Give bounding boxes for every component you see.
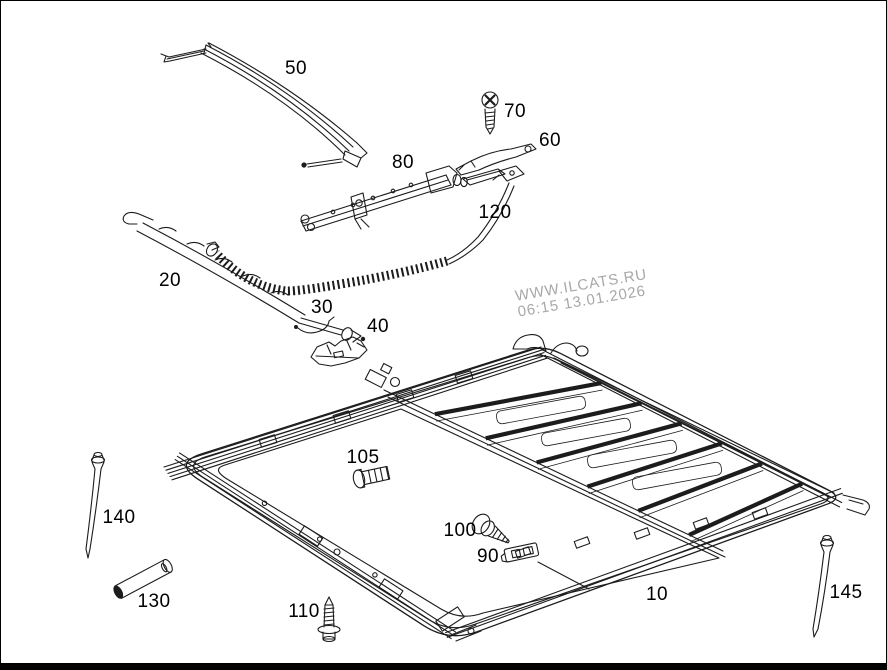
part-label-110: 110 (288, 601, 320, 622)
part-label-10: 10 (646, 584, 668, 605)
part-145-hose-drawing (812, 534, 835, 638)
part-50-drawing (160, 42, 368, 168)
part-40-drawing (310, 336, 368, 367)
part-label-60: 60 (539, 130, 561, 151)
part-label-90: 90 (477, 546, 499, 567)
part-label-20: 20 (159, 270, 181, 291)
part-60-drawing (455, 143, 537, 186)
part-120-cable-drawing (205, 165, 525, 296)
part-label-30: 30 (311, 297, 333, 318)
part-110-screw-drawing (317, 596, 341, 643)
part-label-105: 105 (346, 447, 380, 468)
part-20-drawing (122, 211, 366, 348)
part-label-80: 80 (392, 152, 414, 173)
part-label-130: 130 (137, 591, 171, 612)
part-label-145: 145 (829, 582, 863, 603)
part-90-clip-drawing (500, 542, 590, 590)
part-label-140: 140 (102, 507, 136, 528)
part-10-frame-drawing (163, 334, 870, 642)
part-105-bolt-drawing (352, 465, 391, 489)
part-label-120: 120 (478, 202, 512, 223)
part-30-drawing (294, 316, 335, 334)
part-130-tube-drawing (113, 558, 173, 599)
part-100-screw-drawing (471, 513, 510, 544)
part-label-70: 70 (504, 101, 526, 122)
part-70-screw-drawing (481, 91, 499, 135)
bottom-border-bar (1, 663, 886, 669)
part-140-hose-drawing (85, 451, 106, 559)
part-label-100: 100 (443, 520, 477, 541)
part-label-50: 50 (285, 58, 307, 79)
part-label-40: 40 (367, 316, 389, 337)
part-80-drawing (300, 165, 468, 232)
